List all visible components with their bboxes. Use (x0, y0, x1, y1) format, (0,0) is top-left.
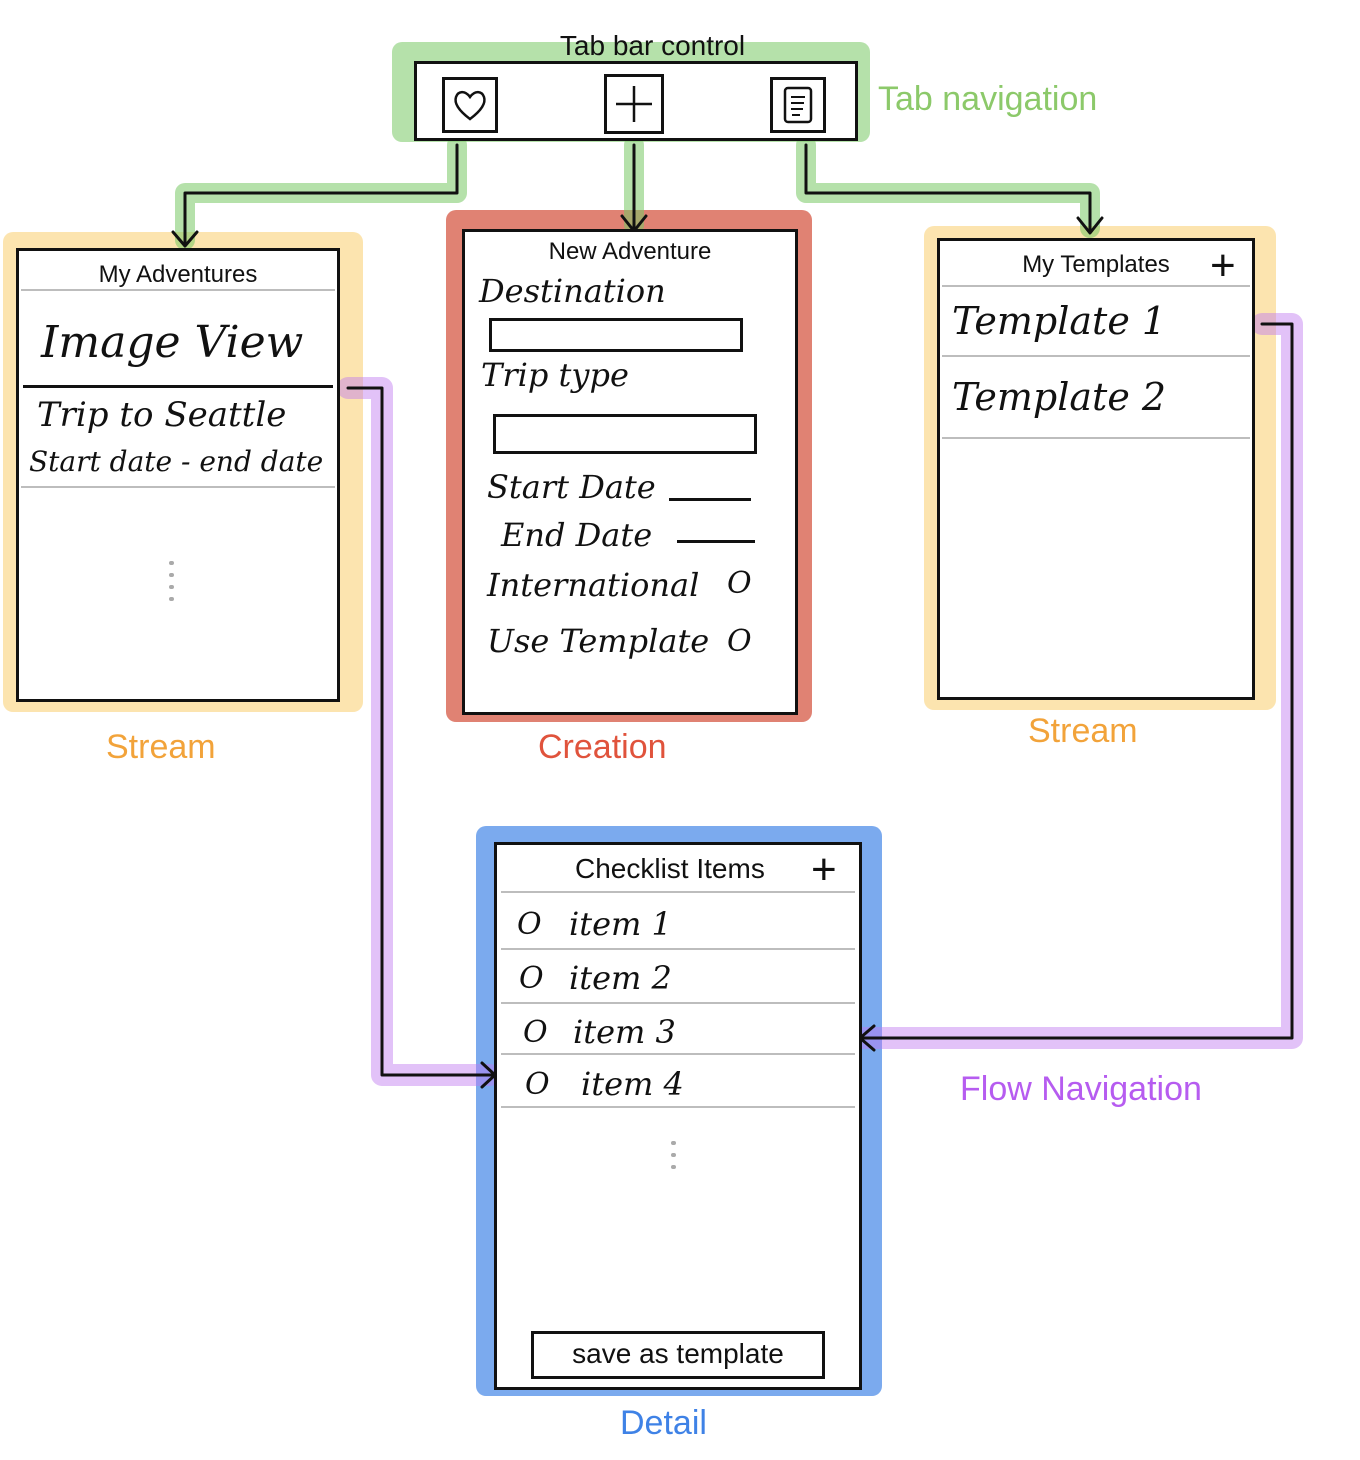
new-adventure-screen: New Adventure Destination Trip type Star… (462, 229, 798, 715)
row-separator (21, 486, 335, 488)
end-date-label: End Date (501, 516, 653, 554)
arrow-tab-to-adventures (183, 143, 459, 247)
item-checkbox[interactable]: O (519, 961, 544, 996)
my-adventures-screen: My Adventures Image View Trip to Seattle… (16, 248, 340, 702)
tab-templates-button[interactable] (770, 77, 826, 133)
item-checkbox[interactable]: O (523, 1015, 548, 1050)
flow-navigation-label: Flow Navigation (960, 1070, 1202, 1108)
use-template-toggle[interactable]: O (727, 624, 752, 659)
start-date-label: Start Date (487, 468, 656, 506)
international-label: International (487, 566, 700, 604)
row-separator (942, 355, 1250, 357)
my-adventures-title: My Adventures (98, 261, 258, 288)
destination-field[interactable] (489, 318, 743, 352)
trip-row[interactable]: Trip to Seattle Start date - end date (19, 389, 337, 485)
template-name: Template 1 (952, 299, 1167, 343)
row-separator (501, 1053, 855, 1055)
row-separator (942, 437, 1250, 439)
tab-navigation-label: Tab navigation (878, 80, 1098, 118)
my-templates-screen: My Templates + Template 1 Template 2 (937, 238, 1255, 700)
row-separator (501, 948, 855, 950)
destination-label: Destination (479, 272, 666, 310)
template-row[interactable]: Template 1 (940, 287, 1252, 355)
checklist-title: Checklist Items (575, 853, 765, 884)
arrow-templates-to-checklist (858, 322, 1294, 1040)
new-adventure-title: New Adventure (548, 238, 712, 265)
plus-icon (616, 86, 652, 122)
item-label: item 1 (569, 905, 672, 943)
row-separator (501, 1106, 855, 1108)
heart-icon (454, 90, 486, 121)
tab-bar-title: Tab bar control (559, 30, 746, 61)
image-separator (23, 385, 333, 388)
item-label: item 2 (569, 959, 672, 997)
tab-add-button[interactable] (604, 74, 664, 134)
trip-type-field[interactable] (493, 414, 757, 454)
trip-name: Trip to Seattle (37, 395, 287, 435)
template-name: Template 2 (952, 375, 1167, 419)
arrow-tab-to-templates (804, 143, 1092, 234)
start-date-field[interactable] (669, 498, 751, 501)
image-view-placeholder: Image View (41, 317, 304, 368)
use-template-label: Use Template (487, 622, 710, 660)
tab-bar (414, 61, 858, 141)
checklist-row[interactable]: O item 1 (497, 895, 859, 947)
title-separator (21, 289, 335, 291)
template-row[interactable]: Template 2 (940, 357, 1252, 437)
add-item-button[interactable]: + (811, 845, 837, 894)
add-template-button[interactable]: + (1210, 241, 1236, 290)
end-date-field[interactable] (677, 540, 755, 543)
checklist-row[interactable]: O item 3 (497, 1005, 859, 1055)
item-label: item 3 (573, 1013, 676, 1051)
row-separator (501, 1002, 855, 1004)
save-as-template-button[interactable]: save as template (531, 1331, 825, 1379)
checklist-row[interactable]: O item 2 (497, 951, 859, 1001)
item-label: item 4 (581, 1065, 684, 1103)
document-icon (783, 86, 813, 124)
tab-heart-button[interactable] (442, 77, 498, 133)
my-adventures-caption: Stream (106, 728, 216, 766)
title-separator (501, 891, 855, 893)
my-templates-caption: Stream (1028, 712, 1138, 750)
item-checkbox[interactable]: O (517, 907, 542, 942)
international-toggle[interactable]: O (727, 566, 752, 601)
item-checkbox[interactable]: O (525, 1067, 550, 1102)
more-items-ellipsis (169, 561, 175, 609)
title-separator (942, 285, 1250, 287)
more-items-ellipsis (671, 1141, 677, 1177)
my-templates-title: My Templates (1022, 251, 1170, 278)
trip-type-label: Trip type (481, 356, 629, 394)
checklist-row[interactable]: O item 4 (497, 1057, 859, 1107)
trip-dates: Start date - end date (29, 445, 324, 478)
checklist-caption: Detail (620, 1404, 707, 1442)
arrow-adventures-to-checklist (346, 386, 496, 1077)
checklist-screen: Checklist Items + O item 1 O item 2 O it… (494, 842, 862, 1390)
new-adventure-caption: Creation (538, 728, 667, 766)
